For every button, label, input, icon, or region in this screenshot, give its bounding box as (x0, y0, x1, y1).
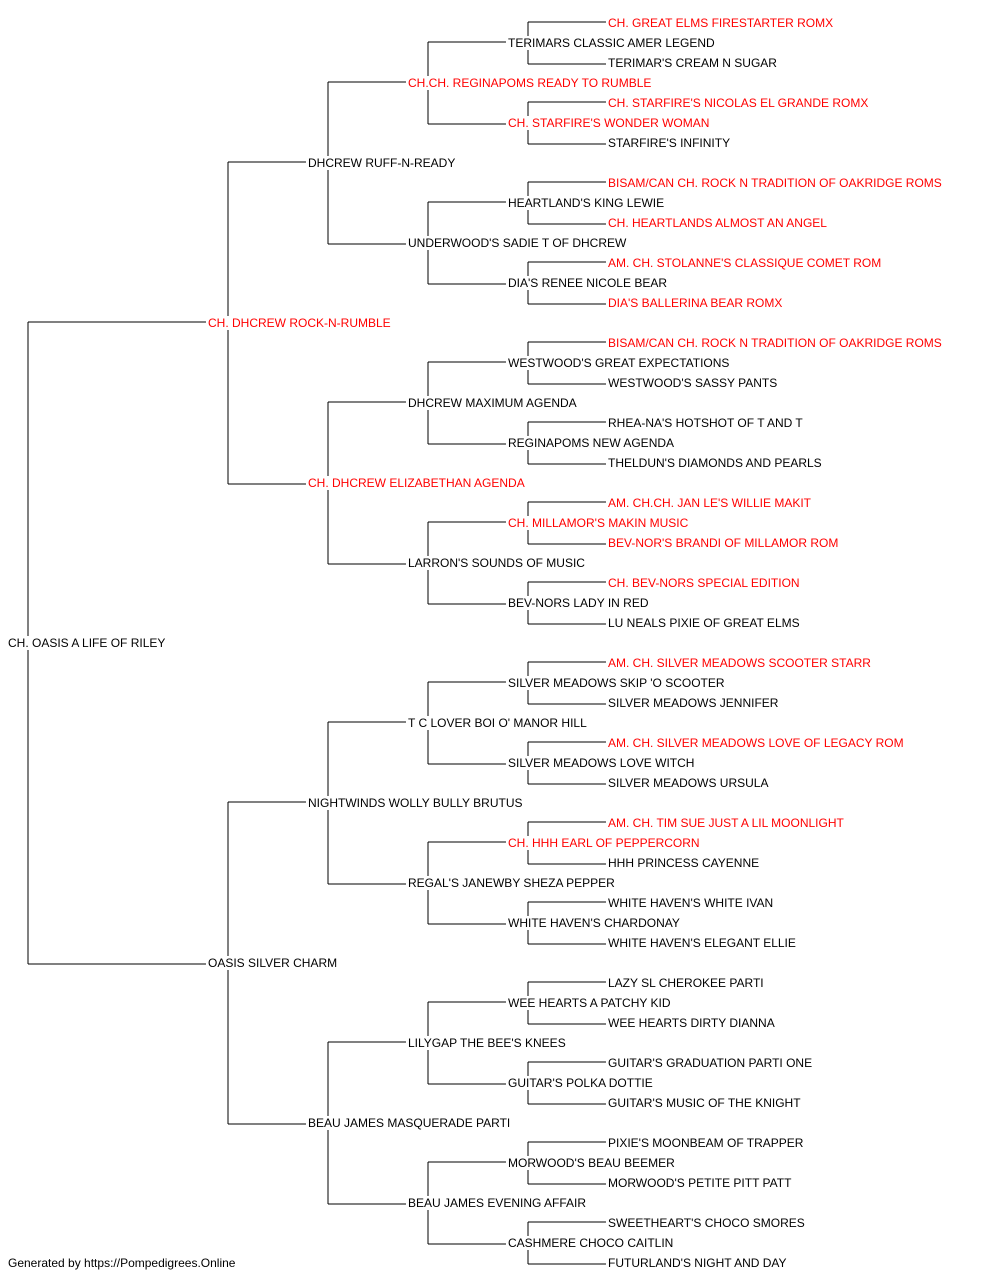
subject-dam-dam: BEAU JAMES MASQUERADE PARTI (308, 1116, 513, 1130)
subject-dam-sire-sire-sire-dam: SILVER MEADOWS JENNIFER (608, 696, 781, 710)
subject-sire-dam-dam-sire-sire: AM. CH.CH. JAN LE'S WILLIE MAKIT (608, 496, 813, 510)
subject-sire-dam-dam-dam: BEV-NORS LADY IN RED (508, 596, 651, 610)
subject-dam-dam-sire-sire-dam: WEE HEARTS DIRTY DIANNA (608, 1016, 777, 1030)
subject-sire-dam-dam-dam-dam: LU NEALS PIXIE OF GREAT ELMS (608, 616, 802, 630)
subject-dam-sire-sire-sire: SILVER MEADOWS SKIP 'O SCOOTER (508, 676, 727, 690)
subject-sire-dam-dam: LARRON'S SOUNDS OF MUSIC (408, 556, 587, 570)
subject-dam-sire-dam-sire-sire: AM. CH. TIM SUE JUST A LIL MOONLIGHT (608, 816, 846, 830)
subject-dam-dam-dam: BEAU JAMES EVENING AFFAIR (408, 1196, 589, 1210)
subject-sire-sire-dam-sire: HEARTLAND'S KING LEWIE (508, 196, 667, 210)
subject-sire-sire-sire-dam-dam: STARFIRE'S INFINITY (608, 136, 733, 150)
subject-dam-dam-dam-dam: CASHMERE CHOCO CAITLIN (508, 1236, 676, 1250)
subject-sire-dam-sire-sire-dam: WESTWOOD'S SASSY PANTS (608, 376, 780, 390)
subject-dam-sire-dam: REGAL'S JANEWBY SHEZA PEPPER (408, 876, 617, 890)
subject-sire-dam-sire-sire-sire: BISAM/CAN CH. ROCK N TRADITION OF OAKRID… (608, 336, 944, 350)
subject-sire: CH. DHCREW ROCK-N-RUMBLE (208, 316, 393, 330)
subject-sire-dam: CH. DHCREW ELIZABETHAN AGENDA (308, 476, 527, 490)
subject-dam-dam-sire: LILYGAP THE BEE'S KNEES (408, 1036, 568, 1050)
subject-sire-sire: DHCREW RUFF-N-READY (308, 156, 458, 170)
subject-dam-dam-sire-dam: GUITAR'S POLKA DOTTIE (508, 1076, 655, 1090)
subject-sire-dam-sire-dam-sire: RHEA-NA'S HOTSHOT OF T AND T (608, 416, 805, 430)
subject-dam-sire-dam-sire: CH. HHH EARL OF PEPPERCORN (508, 836, 702, 850)
subject-sire-dam-sire: DHCREW MAXIMUM AGENDA (408, 396, 579, 410)
subject-dam-dam-dam-sire: MORWOOD'S BEAU BEEMER (508, 1156, 677, 1170)
subject-dam-dam-sire-sire-sire: LAZY SL CHEROKEE PARTI (608, 976, 766, 990)
subject-dam-dam-sire-dam-sire: GUITAR'S GRADUATION PARTI ONE (608, 1056, 815, 1070)
subject-sire-sire-dam: UNDERWOOD'S SADIE T OF DHCREW (408, 236, 629, 250)
subject-dam-sire: NIGHTWINDS WOLLY BULLY BRUTUS (308, 796, 525, 810)
subject-dam-sire-dam-dam: WHITE HAVEN'S CHARDONAY (508, 916, 682, 930)
subject-dam-sire-sire-dam-sire: AM. CH. SILVER MEADOWS LOVE OF LEGACY RO… (608, 736, 906, 750)
subject-sire-dam-dam-dam-sire: CH. BEV-NORS SPECIAL EDITION (608, 576, 802, 590)
subject-sire-sire-sire-sire: TERIMARS CLASSIC AMER LEGEND (508, 36, 717, 50)
subject-dam-sire-sire-sire-sire: AM. CH. SILVER MEADOWS SCOOTER STARR (608, 656, 873, 670)
subject-dam-dam-dam-sire-sire: PIXIE'S MOONBEAM OF TRAPPER (608, 1136, 806, 1150)
subject-sire-sire-dam-dam: DIA'S RENEE NICOLE BEAR (508, 276, 669, 290)
subject-sire-dam-sire-dam-dam: THELDUN'S DIAMONDS AND PEARLS (608, 456, 824, 470)
generated-by-footer: Generated by https://Pompedigrees.Online (8, 1256, 236, 1270)
subject-sire-sire-dam-sire-dam: CH. HEARTLANDS ALMOST AN ANGEL (608, 216, 829, 230)
subject-dam-sire-sire-dam-dam: SILVER MEADOWS URSULA (608, 776, 771, 790)
subject-dam-sire-dam-dam-sire: WHITE HAVEN'S WHITE IVAN (608, 896, 776, 910)
subject-sire-sire-sire: CH.CH. REGINAPOMS READY TO RUMBLE (408, 76, 654, 90)
subject-sire-sire-sire-dam-sire: CH. STARFIRE'S NICOLAS EL GRANDE ROMX (608, 96, 871, 110)
subject-sire-sire-sire-dam: CH. STARFIRE'S WONDER WOMAN (508, 116, 712, 130)
subject-sire-sire-dam-dam-dam: DIA'S BALLERINA BEAR ROMX (608, 296, 785, 310)
subject-dam-sire-dam-sire-dam: HHH PRINCESS CAYENNE (608, 856, 762, 870)
subject-dam: OASIS SILVER CHARM (208, 956, 340, 970)
subject-sire-sire-dam-dam-sire: AM. CH. STOLANNE'S CLASSIQUE COMET ROM (608, 256, 884, 270)
subject-dam-dam-dam-dam-sire: SWEETHEART'S CHOCO SMORES (608, 1216, 807, 1230)
subject-sire-sire-sire-sire-sire: CH. GREAT ELMS FIRESTARTER ROMX (608, 16, 836, 30)
subject-dam-dam-sire-sire: WEE HEARTS A PATCHY KID (508, 996, 673, 1010)
subject-dam-sire-dam-dam-dam: WHITE HAVEN'S ELEGANT ELLIE (608, 936, 798, 950)
subject-dam-sire-sire-dam: SILVER MEADOWS LOVE WITCH (508, 756, 697, 770)
subject: CH. OASIS A LIFE OF RILEY (8, 636, 168, 650)
subject-sire-dam-dam-sire: CH. MILLAMOR'S MAKIN MUSIC (508, 516, 691, 530)
subject-sire-sire-sire-sire-dam: TERIMAR'S CREAM N SUGAR (608, 56, 779, 70)
subject-dam-dam-sire-dam-dam: GUITAR'S MUSIC OF THE KNIGHT (608, 1096, 803, 1110)
subject-sire-dam-sire-sire: WESTWOOD'S GREAT EXPECTATIONS (508, 356, 732, 370)
subject-dam-sire-sire: T C LOVER BOI O' MANOR HILL (408, 716, 589, 730)
subject-sire-dam-dam-sire-dam: BEV-NOR'S BRANDI OF MILLAMOR ROM (608, 536, 841, 550)
subject-dam-dam-dam-sire-dam: MORWOOD'S PETITE PITT PATT (608, 1176, 794, 1190)
subject-sire-dam-sire-dam: REGINAPOMS NEW AGENDA (508, 436, 677, 450)
subject-dam-dam-dam-dam-dam: FUTURLAND'S NIGHT AND DAY (608, 1256, 789, 1270)
subject-sire-sire-dam-sire-sire: BISAM/CAN CH. ROCK N TRADITION OF OAKRID… (608, 176, 944, 190)
